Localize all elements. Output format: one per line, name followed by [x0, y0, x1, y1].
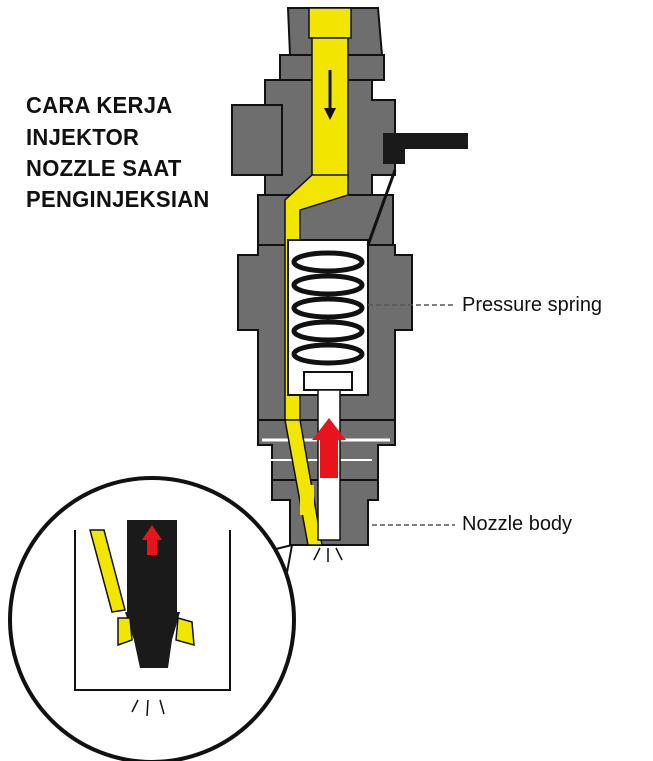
pressure-spring-coils — [291, 250, 365, 366]
title-line-1: CARA KERJA — [26, 92, 173, 119]
title-line-4: PENGINJEKSIAN — [26, 186, 210, 213]
pressure-spring-label: Pressure spring — [462, 294, 603, 316]
magnified-nozzle-detail — [8, 476, 296, 761]
nozzle-body-label: Nozzle body — [462, 513, 573, 535]
red-up-arrow-icon-detail — [142, 525, 162, 555]
title-line-3: NOZZLE SAAT — [26, 155, 182, 182]
nozzle-spray — [313, 547, 343, 562]
leader-lines — [368, 304, 455, 526]
red-up-arrow-icon — [312, 418, 346, 478]
down-arrow-icon — [324, 70, 336, 120]
title-line-2: INJEKTOR — [26, 124, 140, 151]
